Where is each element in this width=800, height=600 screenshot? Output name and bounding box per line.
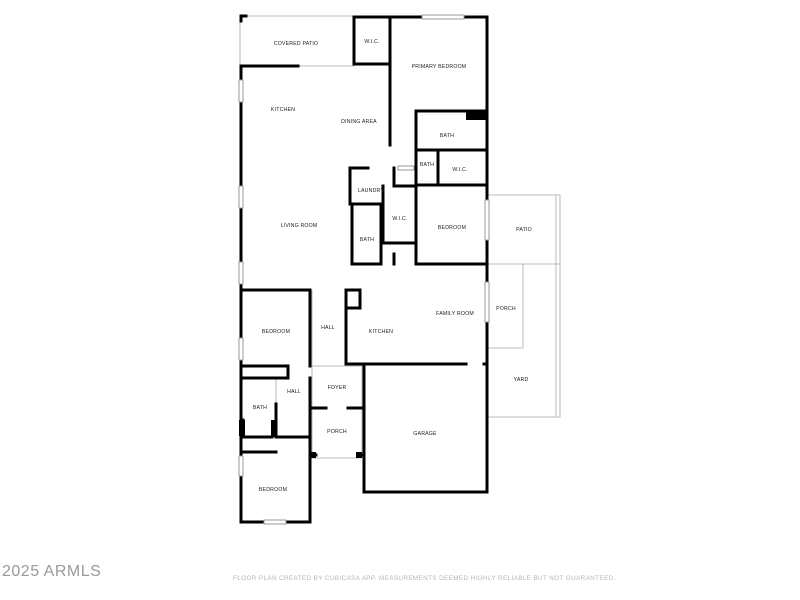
- room-label-hall-lower: HALL: [287, 389, 301, 395]
- copyright-watermark: 2025 ARMLS: [2, 563, 102, 580]
- disclaimer-text: FLOOR PLAN CREATED BY CUBICASA APP. MEAS…: [233, 575, 616, 582]
- room-label-wic-mid: W.I.C.: [392, 216, 407, 222]
- room-label-kitchen-lower: KITCHEN: [369, 329, 393, 335]
- room-label-porch-right: PORCH: [496, 306, 516, 312]
- room-label-bath-left: BATH: [253, 405, 267, 411]
- room-label-foyer: FOYER: [328, 385, 347, 391]
- windows: [238, 14, 490, 525]
- room-label-bath-small: BATH: [420, 162, 434, 168]
- room-label-hall-upper: HALL: [321, 325, 335, 331]
- room-label-dining-area: DINING AREA: [341, 119, 377, 125]
- room-label-bath-primary: BATH: [440, 133, 454, 139]
- room-label-bedroom-mid: BEDROOM: [438, 225, 466, 231]
- room-label-wic-top: W.I.C.: [364, 39, 379, 45]
- room-label-wic-right: W.I.C.: [452, 167, 467, 173]
- room-label-laundry: LAUNDRY: [358, 188, 384, 194]
- walls: [239, 14, 489, 524]
- room-label-bath-mid: BATH: [360, 237, 374, 243]
- room-label-porch-front: PORCH: [327, 429, 347, 435]
- room-label-kitchen-top: KITCHEN: [271, 107, 295, 113]
- room-label-covered-patio: COVERED PATIO: [274, 41, 319, 47]
- room-label-yard: YARD: [514, 377, 529, 383]
- room-label-primary-bedroom: PRIMARY BEDROOM: [412, 64, 467, 70]
- room-label-bedroom-left: BEDROOM: [262, 329, 290, 335]
- room-label-garage: GARAGE: [413, 431, 437, 437]
- room-label-bedroom-bottom: BEDROOM: [259, 487, 287, 493]
- room-label-family-room: FAMILY ROOM: [436, 311, 474, 317]
- wall-blocks: [239, 111, 487, 458]
- room-labels: COVERED PATIO W.I.C. PRIMARY BEDROOM KIT…: [253, 39, 532, 493]
- room-label-living-room: LIVING ROOM: [281, 223, 318, 229]
- room-label-patio: PATIO: [516, 227, 532, 233]
